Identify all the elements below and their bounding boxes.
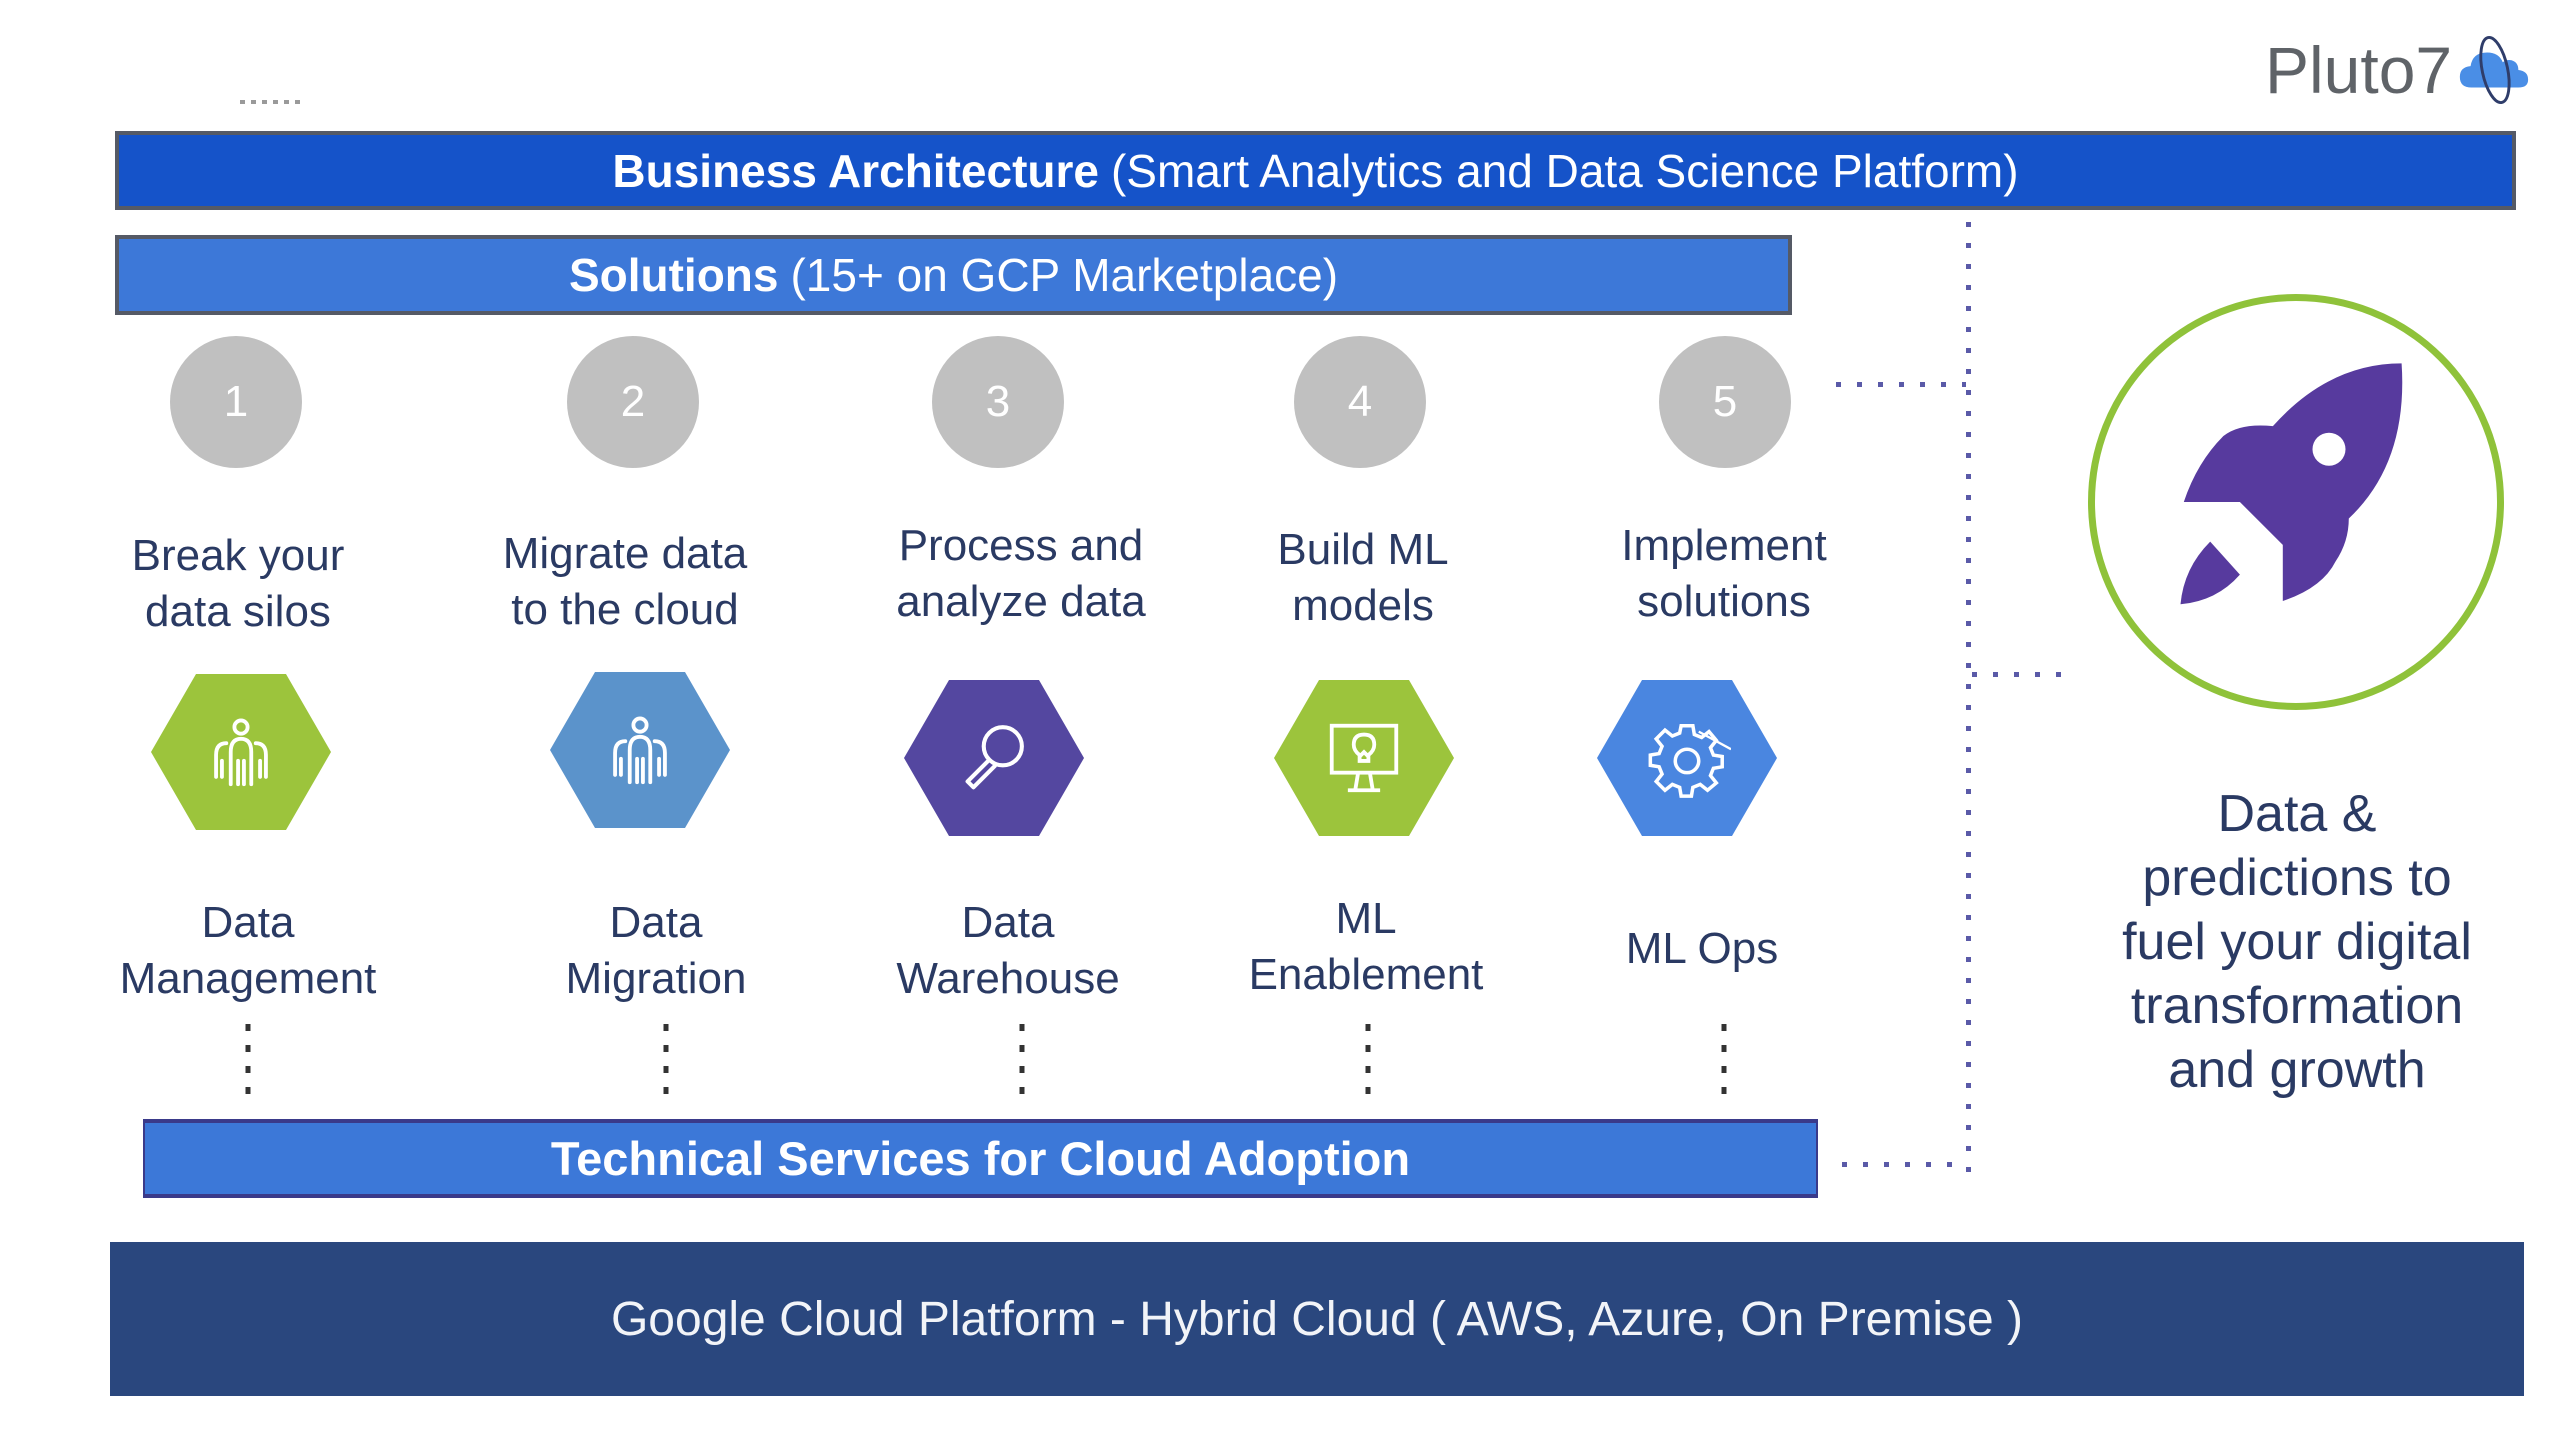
outcome-line: predictions to xyxy=(2142,849,2452,907)
magnifier-icon xyxy=(965,725,1024,790)
solutions-subtitle: (15+ on GCP Marketplace) xyxy=(790,249,1339,301)
monitor-lightbulb-icon xyxy=(1329,723,1399,793)
task-line: data silos xyxy=(145,587,331,636)
task-line: Process and xyxy=(898,521,1144,570)
business-architecture-subtitle: (Smart Analytics and Data Science Platfo… xyxy=(1110,144,2019,197)
data-warehouse-hex xyxy=(904,680,1084,836)
solutions-title: Solutions xyxy=(568,249,779,301)
dotted-connector xyxy=(663,1024,669,1098)
outcome-line: fuel your digital xyxy=(2122,913,2472,971)
service-line: ML Ops xyxy=(1625,924,1779,973)
outcome-line: and growth xyxy=(2168,1041,2426,1099)
people-network-icon xyxy=(214,718,268,787)
dotted-connector-solutions xyxy=(1836,382,1966,387)
service-line: Management xyxy=(119,954,377,1003)
step-number-2: 2 xyxy=(567,336,699,468)
ml-enablement-hex xyxy=(1274,680,1454,836)
dotted-connector xyxy=(1019,1024,1025,1098)
ml-ops-hex xyxy=(1597,680,1777,836)
dotted-connector-outcome xyxy=(1972,672,2062,677)
step-number-3: 3 xyxy=(932,336,1064,468)
task-line: Build ML xyxy=(1277,525,1449,574)
dotted-connector xyxy=(245,1024,251,1098)
step-task-5: Implement solutions xyxy=(1564,518,1884,630)
platform-title: Google Cloud Platform - Hybrid Cloud ( A… xyxy=(610,1292,2024,1346)
step-task-2: Migrate data to the cloud xyxy=(465,526,785,638)
dotted-connector xyxy=(1365,1024,1371,1098)
rocket-icon xyxy=(2180,363,2403,605)
service-line: Data xyxy=(201,898,295,947)
service-label-4: ML Enablement xyxy=(1206,891,1526,1003)
service-line: Data xyxy=(609,898,703,947)
service-line: Migration xyxy=(565,954,747,1003)
task-line: to the cloud xyxy=(511,585,739,634)
technical-services-title: Technical Services for Cloud Adoption xyxy=(550,1132,1411,1185)
task-line: analyze data xyxy=(896,577,1146,626)
outcome-line: transformation xyxy=(2130,977,2464,1035)
dotted-connector-vertical xyxy=(1966,222,1971,1172)
step-task-4: Build ML models xyxy=(1203,522,1523,634)
platform-bar: Google Cloud Platform - Hybrid Cloud ( A… xyxy=(110,1242,2524,1396)
people-network-icon xyxy=(613,716,667,785)
task-line: solutions xyxy=(1637,577,1811,626)
dotted-connector xyxy=(1721,1024,1727,1098)
pluto7-logo: Pluto7 xyxy=(2265,30,2532,110)
data-management-hex xyxy=(151,674,331,830)
service-label-3: Data Warehouse xyxy=(848,895,1168,1007)
business-architecture-title: Business Architecture xyxy=(612,144,1099,197)
step-number-5: 5 xyxy=(1659,336,1791,468)
service-label-2: Data Migration xyxy=(496,895,816,1007)
dotted-connector-technical xyxy=(1842,1162,1967,1167)
cloud-orbit-icon xyxy=(2459,36,2529,104)
decorative-dots xyxy=(240,100,302,104)
task-line: Break your xyxy=(131,531,345,580)
rocket-ring xyxy=(2088,294,2504,710)
step-task-3: Process and analyze data xyxy=(851,518,1191,630)
business-architecture-bar: Business Architecture (Smart Analytics a… xyxy=(115,131,2516,210)
task-line: Implement xyxy=(1621,521,1827,570)
task-line: models xyxy=(1292,581,1434,630)
step-number-1: 1 xyxy=(170,336,302,468)
logo-text: Pluto7 xyxy=(2265,33,2453,107)
outcome-text: Data & predictions to fuel your digital … xyxy=(2087,782,2507,1102)
gear-icon xyxy=(1648,723,1731,798)
step-number-4: 4 xyxy=(1294,336,1426,468)
solutions-bar: Solutions (15+ on GCP Marketplace) xyxy=(115,235,1792,315)
service-line: Warehouse xyxy=(896,954,1120,1003)
technical-services-bar: Technical Services for Cloud Adoption xyxy=(143,1119,1818,1198)
service-line: Data xyxy=(961,898,1055,947)
service-line: Enablement xyxy=(1248,950,1484,999)
service-label-1: Data Management xyxy=(88,895,408,1007)
outcome-line: Data & xyxy=(2217,785,2377,843)
data-migration-hex xyxy=(550,672,730,828)
task-line: Migrate data xyxy=(502,529,748,578)
service-label-5: ML Ops xyxy=(1542,921,1862,977)
step-task-1: Break your data silos xyxy=(78,528,398,640)
service-line: ML xyxy=(1335,894,1397,943)
